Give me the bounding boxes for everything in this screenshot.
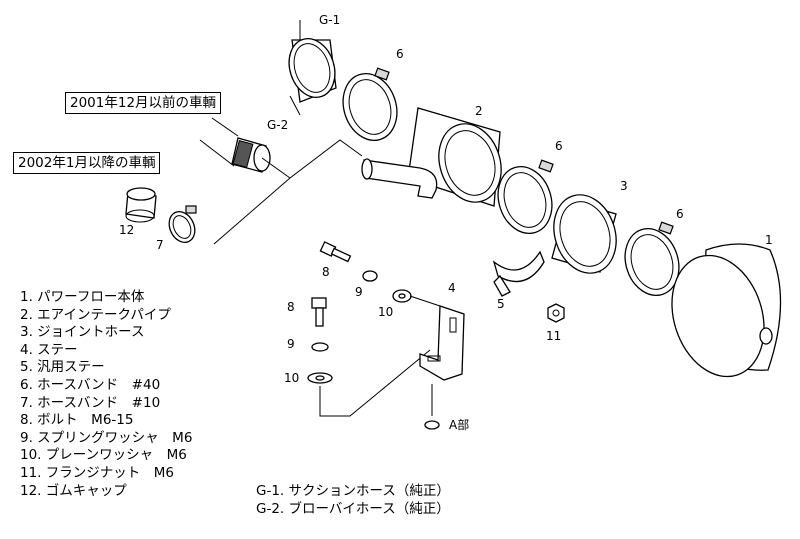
hose-band-40-top (342, 67, 398, 141)
callout-5: 5 (497, 297, 505, 311)
legend-item: 8. ボルト M6-15 (20, 412, 134, 429)
callout-3: 3 (620, 179, 628, 193)
legend-item: 6. ホースバンド #40 (20, 376, 161, 393)
legend-item: 1. パワーフロー本体 (20, 289, 145, 305)
legend-g-item: G-2. ブローバイホース（純正） (256, 500, 450, 517)
genuine-parts-legend: G-1. サクションホース（純正） G-2. ブローバイホース（純正） (256, 483, 450, 518)
callout-7: 7 (156, 238, 164, 252)
suction-hose-g1 (288, 20, 337, 116)
rubber-cap (125, 187, 157, 223)
legend-item: 4. ステー (20, 341, 78, 358)
spring-washer-upper (362, 270, 378, 282)
callout-2: 2 (475, 104, 483, 118)
power-flow-body (671, 243, 782, 378)
hose-band-10 (168, 205, 197, 244)
note-before-2001: 2001年12月以前の車輌 (65, 92, 222, 114)
stay-bracket (419, 305, 465, 430)
leader-line-lower (319, 349, 431, 417)
bolt-upper (319, 241, 352, 263)
spring-washer-lower (311, 342, 329, 352)
callout-6-middle: 6 (555, 139, 563, 153)
parts-legend: 1. パワーフロー本体 2. エアインテークパイプ 3. ジョイントホース 4.… (20, 289, 192, 500)
detail-a-label: A部 (449, 417, 469, 432)
air-intake-pipe (361, 107, 502, 207)
plain-washer-upper (392, 289, 412, 303)
legend-g-item: G-1. サクションホース（純正） (256, 483, 450, 499)
bolt-lower (311, 297, 327, 327)
callout-9-lower: 9 (287, 337, 295, 351)
flange-nut (547, 303, 565, 323)
legend-item: 2. エアインテークパイプ (20, 306, 171, 323)
callout-9-upper: 9 (355, 285, 363, 299)
callout-6-right: 6 (676, 207, 684, 221)
legend-item: 10. プレーンワッシャ M6 (20, 447, 187, 464)
joint-hose (551, 194, 617, 274)
callout-4: 4 (448, 281, 456, 295)
callout-g1: G-1 (319, 13, 340, 27)
legend-item: 5. 汎用ステー (20, 359, 105, 376)
leader-line-upper (409, 295, 441, 316)
hose-band-40-middle (497, 159, 554, 234)
legend-item: 12. ゴムキャップ (20, 482, 127, 499)
legend-item: 7. ホースバンド #10 (20, 394, 161, 411)
legend-item: 9. スプリングワッシャ M6 (20, 429, 193, 446)
general-stay (492, 250, 545, 297)
callout-11: 11 (546, 329, 561, 343)
plain-washer-lower (307, 372, 333, 384)
note-after-2002: 2002年1月以降の車輌 (13, 152, 161, 174)
callout-10-upper: 10 (378, 305, 393, 319)
callout-g2: G-2 (267, 118, 288, 132)
legend-item: 11. フランジナット M6 (20, 464, 174, 481)
hose-band-40-right (624, 221, 680, 296)
callout-10-lower: 10 (284, 371, 299, 385)
legend-item: 3. ジョイントホース (20, 324, 145, 341)
callout-8-upper: 8 (322, 265, 330, 279)
leader-line-blowby-upper (261, 157, 291, 179)
callout-1: 1 (765, 233, 773, 247)
callout-8-lower: 8 (287, 300, 295, 314)
callout-6-top: 6 (396, 47, 404, 61)
callout-12: 12 (119, 223, 134, 237)
leader-line-blowby (213, 139, 363, 245)
blowby-hose-g2 (199, 117, 271, 173)
